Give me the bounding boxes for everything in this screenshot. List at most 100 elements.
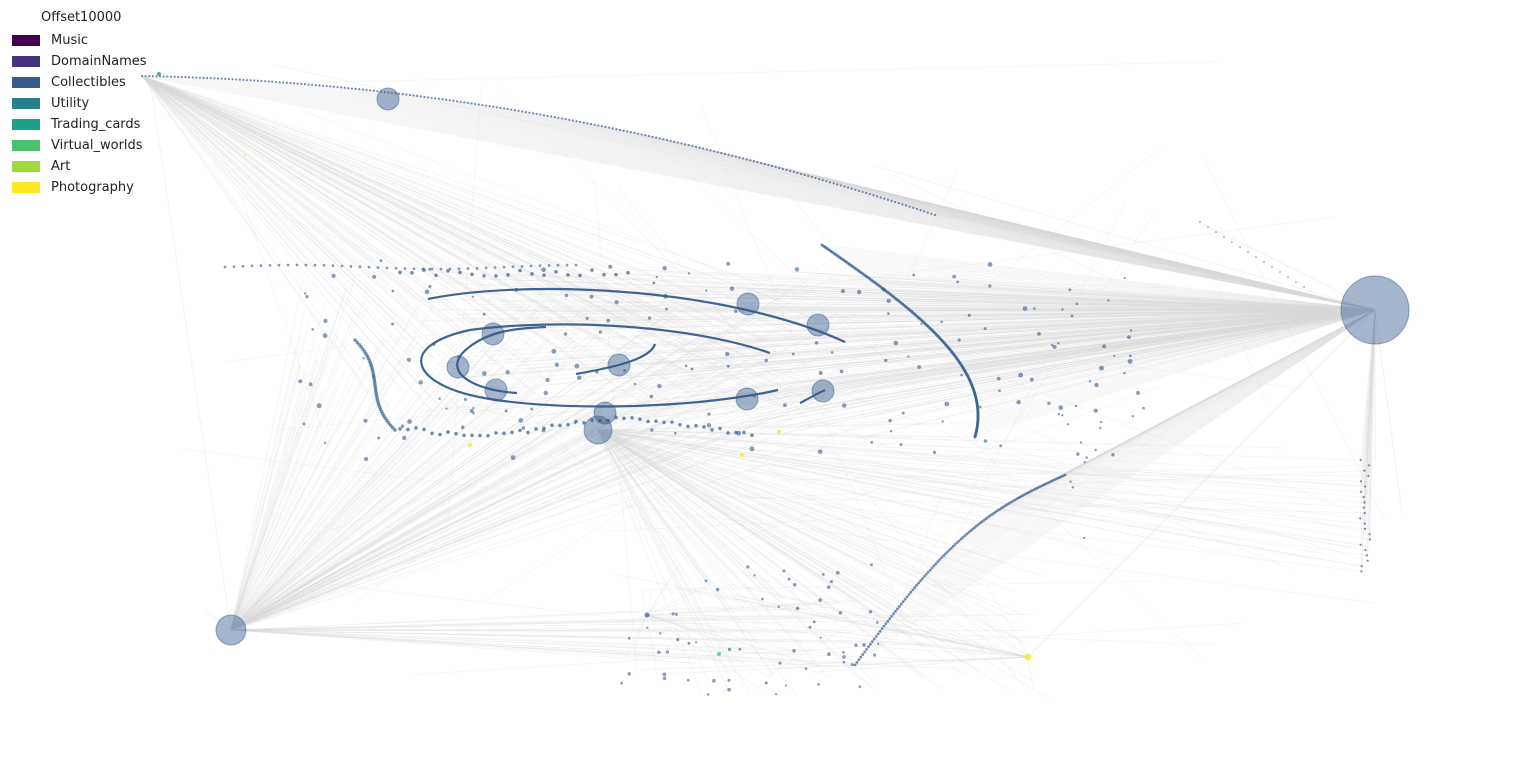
legend-label: Virtual_worlds: [51, 138, 143, 153]
graph-node: [652, 281, 656, 285]
graph-edge: [640, 309, 1376, 366]
graph-node: [907, 355, 910, 358]
graph-node: [756, 161, 759, 164]
graph-edge: [670, 140, 1376, 311]
graph-node: [495, 106, 498, 109]
graph-node: [723, 152, 727, 155]
graph-edge: [652, 290, 1376, 311]
graph-edge: [743, 158, 1376, 311]
graph-edge: [777, 309, 1376, 436]
graph-edge: [914, 309, 1376, 588]
graph-edge: [856, 268, 1376, 311]
graph-edge: [754, 309, 1376, 373]
graph-edge: [793, 171, 1376, 311]
graph-edge: [569, 309, 1376, 320]
graph-node: [504, 409, 508, 413]
graph-edge: [141, 75, 672, 318]
graph-node: [855, 660, 859, 664]
graph-edge: [756, 309, 1376, 398]
graph-edge: [714, 309, 1376, 416]
graph-edge: [230, 355, 328, 631]
graph-node: [363, 418, 368, 423]
graph-edge: [821, 244, 1376, 311]
graph-node: [1018, 372, 1024, 378]
graph-node: [867, 645, 870, 649]
graph-node: [832, 182, 835, 185]
graph-edge: [638, 269, 1376, 311]
graph-edge: [597, 429, 1352, 548]
graph-edge: [822, 179, 1376, 311]
graph-edge: [505, 276, 1376, 311]
graph-edge: [663, 309, 1376, 336]
graph-node: [446, 355, 470, 379]
graph-node: [1061, 414, 1064, 417]
graph-node: [857, 189, 861, 192]
graph-edge: [230, 380, 678, 631]
graph-node: [250, 264, 254, 268]
graph-node: [872, 653, 877, 657]
graph-edge: [605, 126, 1376, 311]
graph-edge: [230, 336, 417, 631]
graph-edge: [435, 309, 1376, 365]
graph-node: [1093, 408, 1098, 413]
graph-edge: [141, 75, 837, 415]
graph-node: [1368, 538, 1371, 541]
graph-edge: [230, 391, 537, 631]
graph-node: [894, 200, 897, 204]
graph-edge: [141, 75, 451, 336]
graph-edge: [294, 82, 1376, 311]
graph-edge: [230, 629, 840, 654]
graph-edge: [230, 617, 808, 631]
graph-node: [1131, 415, 1135, 418]
graph-node: [932, 450, 937, 454]
graph-edge: [597, 429, 923, 646]
graph-edge: [1363, 309, 1376, 498]
graph-node: [1058, 405, 1063, 410]
graph-node: [520, 264, 524, 268]
graph-edge: [874, 309, 1376, 320]
graph-edge: [141, 75, 686, 412]
graph-edge: [661, 656, 1029, 675]
graph-node: [574, 263, 578, 267]
graph-node: [938, 558, 942, 562]
graph-edge: [447, 309, 1376, 359]
graph-node: [887, 312, 890, 315]
graph-edge: [597, 429, 1186, 485]
graph-node: [717, 652, 721, 656]
graph-node: [400, 424, 405, 428]
graph-node: [565, 263, 569, 267]
graph-edge: [141, 75, 469, 317]
graph-node: [475, 266, 479, 270]
graph-node: [705, 289, 708, 292]
graph-edge: [854, 477, 1362, 567]
graph-edge: [878, 309, 1376, 323]
graph-node: [470, 433, 474, 438]
graph-node: [608, 126, 611, 129]
graph-edge: [230, 362, 733, 631]
graph-edge: [792, 309, 1376, 383]
graph-edge: [141, 75, 435, 359]
graph-edge: [1064, 309, 1376, 476]
graph-edge: [415, 622, 1241, 675]
graph-node: [466, 101, 469, 104]
graph-edge: [597, 429, 764, 591]
graph-node: [410, 270, 414, 275]
graph-edge: [782, 309, 1376, 398]
graph-node: [745, 158, 748, 161]
graph-node: [424, 289, 430, 295]
graph-node: [331, 264, 335, 268]
graph-edge: [141, 75, 752, 418]
graph-node: [437, 97, 441, 100]
graph-node: [706, 693, 710, 696]
graph-node: [629, 131, 632, 134]
graph-edge: [230, 278, 434, 631]
graph-node: [566, 422, 570, 427]
graph-edge: [828, 309, 1376, 386]
graph-edge: [518, 289, 1376, 311]
legend-label: Collectibles: [51, 75, 126, 90]
graph-node: [412, 94, 415, 97]
graph-edge: [949, 309, 1376, 350]
graph-edge: [141, 75, 672, 405]
graph-node: [304, 263, 308, 267]
graph-node: [422, 268, 426, 272]
